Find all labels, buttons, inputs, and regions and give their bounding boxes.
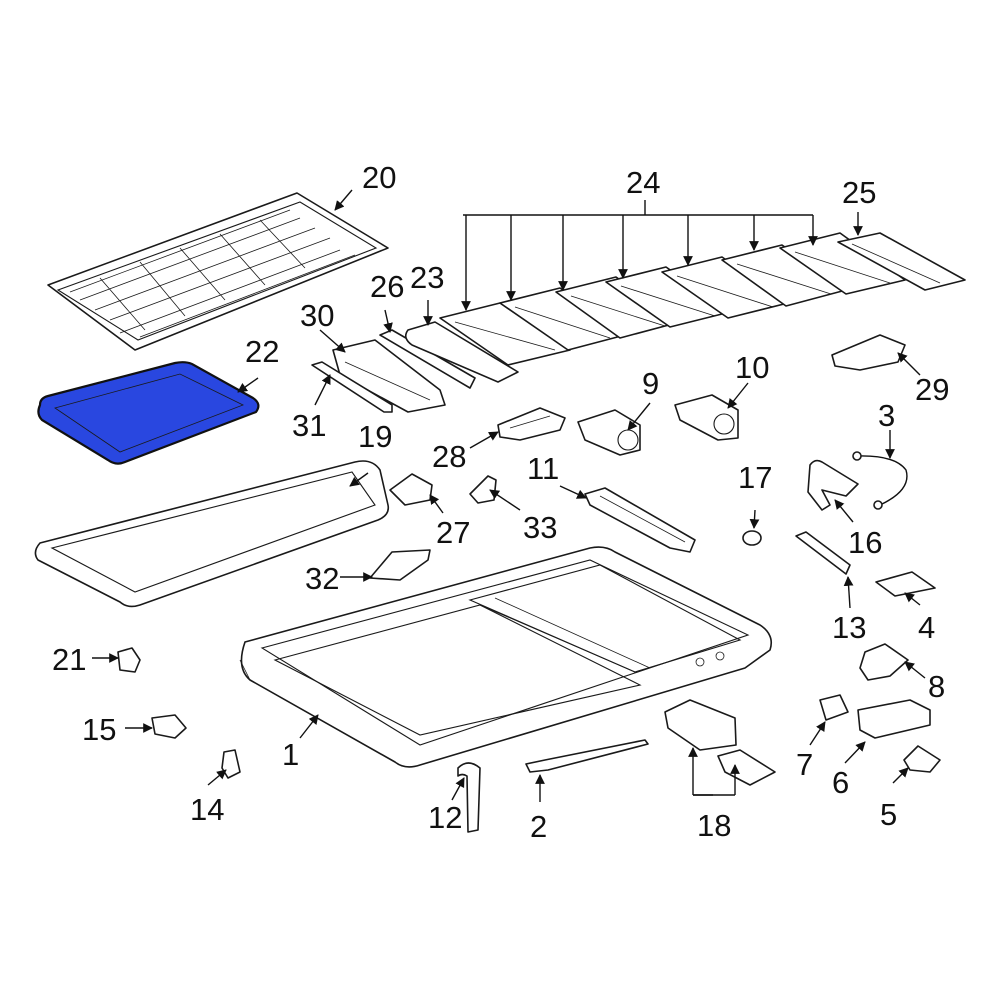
callout-7: 7 [796, 747, 813, 782]
callout-2: 2 [530, 809, 547, 844]
callout-8: 8 [928, 669, 945, 704]
part-31-deflector-seal[interactable] [311, 361, 393, 413]
part-33-plate[interactable] [469, 475, 497, 504]
callout-24: 24 [626, 165, 660, 200]
callout-33: 33 [523, 510, 557, 545]
callout-28: 28 [432, 439, 466, 474]
callout-18: 18 [697, 808, 731, 843]
part-29-rear-bracket[interactable] [831, 334, 906, 371]
part-15-sensor[interactable] [151, 714, 187, 739]
part-1-sunroof-frame[interactable] [239, 546, 773, 768]
part-20-headliner-panel[interactable] [47, 192, 389, 351]
part-2-cable[interactable] [525, 739, 649, 773]
callout-11: 11 [527, 451, 559, 486]
callout-29: 29 [915, 372, 949, 407]
part-17-grommet[interactable] [742, 530, 762, 546]
callout-25: 25 [842, 175, 876, 210]
part-28-guide-bracket[interactable] [497, 407, 566, 441]
part-22-glass-panel[interactable] [37, 361, 260, 465]
callout-12: 12 [428, 800, 462, 835]
callout-15: 15 [82, 712, 116, 747]
callout-16: 16 [848, 525, 882, 560]
callout-30: 30 [300, 298, 334, 333]
part-24-sunshade-panels[interactable] [439, 232, 906, 366]
callout-17: 17 [738, 460, 772, 495]
part-8-actuator[interactable] [859, 643, 909, 681]
part-10-motor[interactable] [674, 394, 739, 441]
part-19-frame-seal[interactable] [34, 460, 390, 608]
callout-5: 5 [880, 797, 897, 832]
callout-1: 1 [282, 737, 299, 772]
part-7-clip[interactable] [819, 694, 849, 721]
part-3-drain-tube[interactable] [852, 451, 908, 510]
callout-6: 6 [832, 765, 849, 800]
part-11-cross-member[interactable] [584, 487, 696, 553]
callout-32: 32 [305, 561, 339, 596]
callout-14: 14 [190, 792, 224, 827]
part-12-drain-hose[interactable] [457, 762, 481, 833]
callout-26: 26 [370, 269, 404, 304]
callout-22: 22 [245, 334, 279, 369]
part-27-front-bracket[interactable] [389, 473, 433, 506]
part-9-motor[interactable] [577, 409, 641, 456]
part-23-guide-panel[interactable] [404, 321, 519, 383]
callout-31: 31 [292, 408, 326, 443]
callout-23: 23 [410, 260, 444, 295]
part-25-rear-panel[interactable] [837, 232, 966, 291]
part-21-connector[interactable] [117, 647, 141, 673]
part-13-drain-hose[interactable] [795, 531, 851, 575]
callout-27: 27 [436, 515, 470, 550]
callout-13: 13 [832, 610, 866, 645]
part-16-drain-hose[interactable] [807, 459, 859, 511]
callout-10: 10 [735, 350, 769, 385]
callout-3: 3 [878, 398, 895, 433]
part-5-switch-cover[interactable] [903, 745, 941, 773]
part-32-corner-bracket[interactable] [369, 549, 431, 581]
callout-4: 4 [918, 610, 935, 645]
callout-labels: 20 24 25 26 23 30 22 31 19 28 27 33 11 3… [52, 160, 949, 844]
callout-19: 19 [358, 419, 392, 454]
part-6-switch[interactable] [857, 699, 931, 739]
part-4-bracket[interactable] [875, 571, 936, 597]
callout-9: 9 [642, 366, 659, 401]
part-18-control-unit[interactable] [664, 699, 776, 786]
callout-20: 20 [362, 160, 396, 195]
callout-21: 21 [52, 642, 86, 677]
part-14-connector[interactable] [221, 749, 241, 779]
leader-lines [92, 189, 926, 802]
